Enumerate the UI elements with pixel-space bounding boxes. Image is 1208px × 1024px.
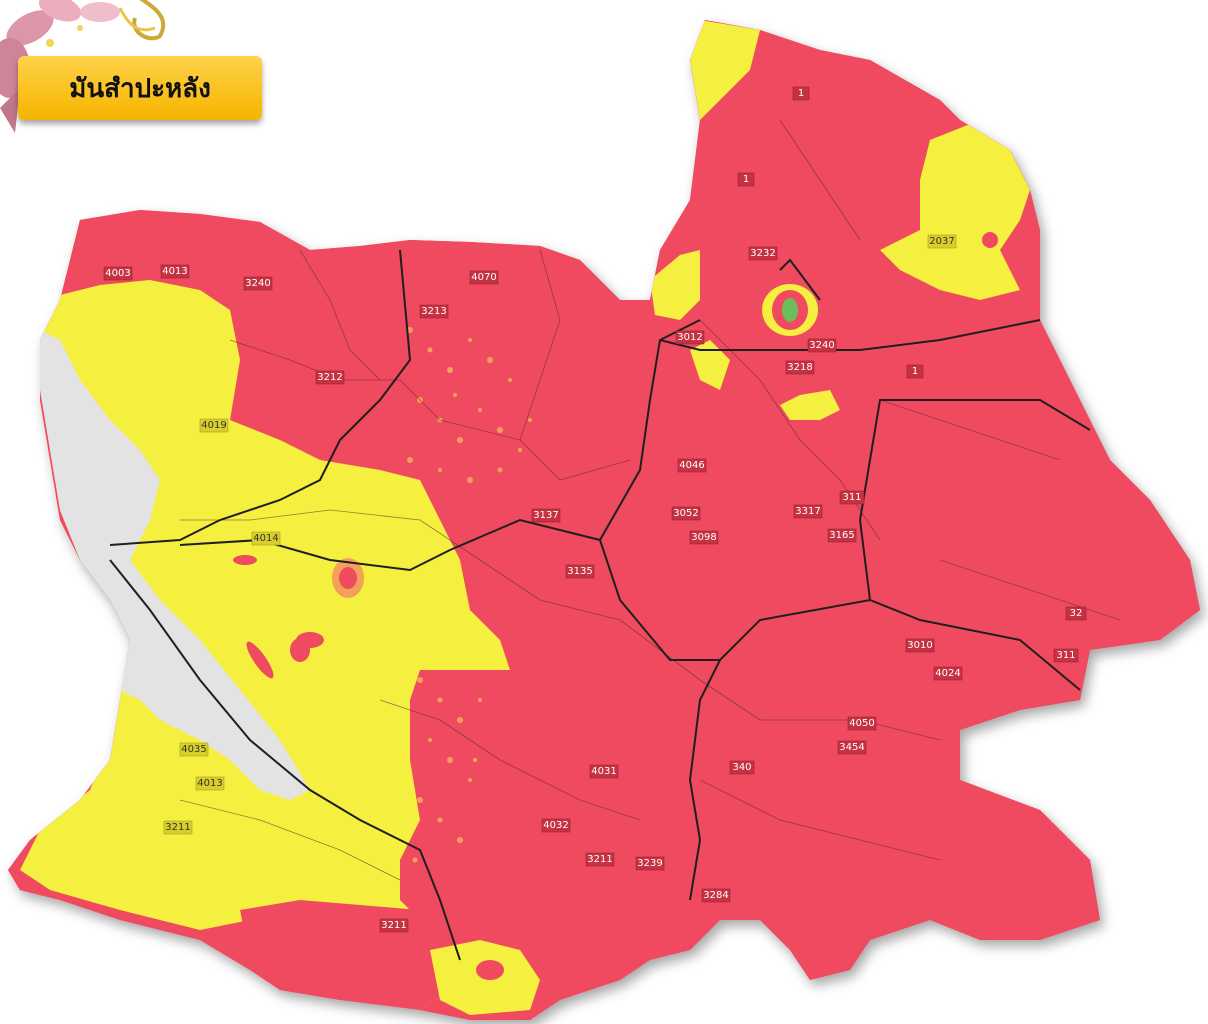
road-label: 1 (912, 366, 918, 377)
moderately-suitable-northeast (880, 120, 1030, 300)
road-label: 3211 (381, 920, 406, 931)
road-label: 4024 (935, 668, 960, 679)
road-label: 4013 (197, 778, 222, 789)
highly-suitable-patch (982, 232, 998, 248)
road-label: 4014 (253, 533, 278, 544)
highly-suitable-patch (233, 555, 257, 565)
road-label: 4003 (105, 268, 130, 279)
road-label: 311 (1056, 650, 1075, 661)
road-label: 3098 (691, 532, 716, 543)
road-label: 3012 (677, 332, 702, 343)
road-label: 311 (842, 492, 861, 503)
road-label: 4032 (543, 820, 568, 831)
road-label: 2037 (929, 236, 954, 247)
road-label: 3211 (587, 854, 612, 865)
road-label: 3052 (673, 508, 698, 519)
road-label: 3213 (421, 306, 446, 317)
road-label: 4035 (181, 744, 206, 755)
road-label: 3211 (165, 822, 190, 833)
road-label: 4050 (849, 718, 874, 729)
road-label: 4031 (591, 766, 616, 777)
road-label: 32 (1070, 608, 1083, 619)
flower-decoration-icon (0, 0, 166, 133)
road-label: 3240 (809, 340, 834, 351)
zone-boundaries (109, 249, 1091, 961)
road-label: 3135 (567, 566, 592, 577)
moderately-suitable-patch (650, 250, 700, 320)
highly-suitable-patch (296, 632, 324, 648)
road-label: 3165 (829, 530, 854, 541)
highly-suitable-south (240, 900, 450, 1010)
road-label: 3137 (533, 510, 558, 521)
unsuitable-coastal-zone (40, 330, 310, 800)
road-label: 4013 (162, 266, 187, 277)
road-label: 3212 (317, 372, 342, 383)
road-label: 3240 (245, 278, 270, 289)
water-body (782, 298, 798, 322)
page-title: มันสำปะหลัง (18, 56, 262, 120)
road-label: 4046 (679, 460, 704, 471)
road-label: 3218 (787, 362, 812, 373)
road-labels: 4003 4013 3240 4070 3213 3212 1 1 1 3232… (103, 86, 1087, 933)
road-label: 3454 (839, 742, 864, 753)
road-label: 1 (798, 88, 804, 99)
road-label: 3239 (637, 858, 662, 869)
highly-suitable-patch (80, 225, 260, 280)
road-label: 3284 (703, 890, 728, 901)
road-label: 3010 (907, 640, 932, 651)
road-label: 3232 (750, 248, 775, 259)
road-label: 4070 (471, 272, 496, 283)
highly-suitable-patch (339, 567, 357, 589)
moderately-suitable-patch (690, 340, 730, 390)
highly-suitable-patch (246, 641, 274, 679)
moderately-suitable-patch (780, 390, 840, 420)
road-label: 4019 (201, 420, 226, 431)
highly-suitable-patch (476, 960, 504, 980)
road-label: 1 (743, 174, 749, 185)
moderately-suitable-north (690, 20, 760, 120)
road-label: 3317 (795, 506, 820, 517)
road-label: 340 (732, 762, 751, 773)
